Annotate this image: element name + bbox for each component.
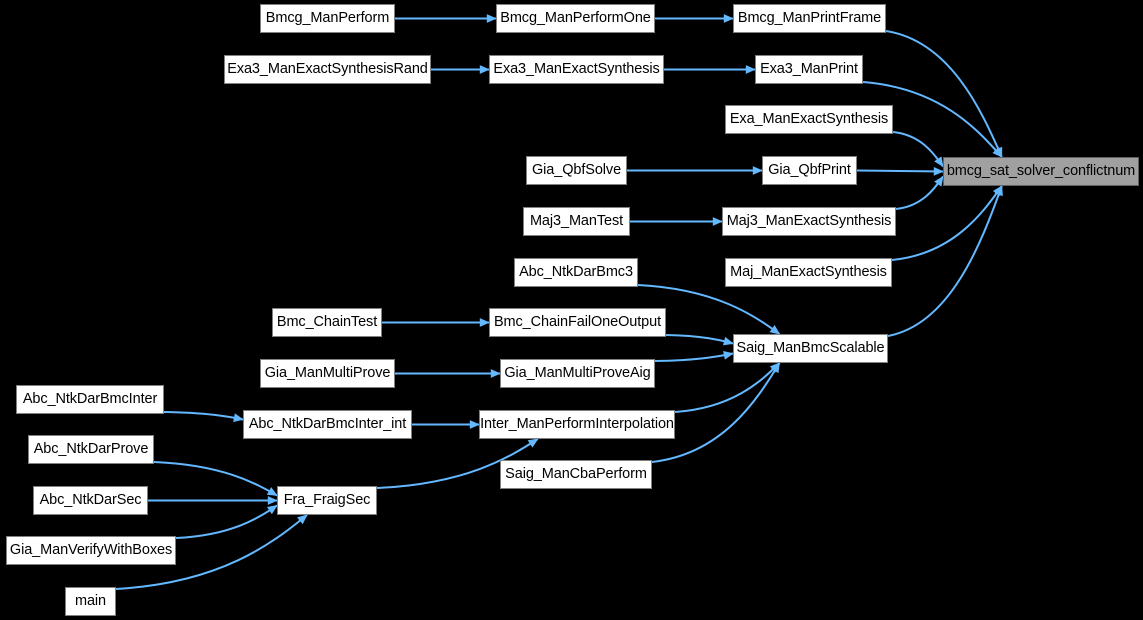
graph-node-exa3-manexactsynthesis[interactable]: Exa3_ManExactSynthesis — [489, 55, 664, 84]
graph-node-label: Exa3_ManExactSynthesisRand — [227, 61, 428, 78]
graph-node-label: Fra_FraigSec — [283, 492, 371, 509]
graph-edge — [163, 411, 244, 423]
graph-node-bmcg-manperform[interactable]: Bmcg_ManPerform — [260, 4, 395, 33]
graph-node-abc-ntkdarprove[interactable]: Abc_NtkDarProve — [28, 435, 154, 464]
graph-node-exa-manexactsynthesis[interactable]: Exa_ManExactSynthesis — [725, 105, 893, 134]
graph-node-label: Saig_ManCbaPerform — [505, 466, 647, 483]
graph-node-bmcg-manperformone[interactable]: Bmcg_ManPerformOne — [496, 4, 655, 33]
graph-node-label: Saig_ManBmcScalable — [736, 340, 885, 357]
graph-node-abc-ntkdarbmcinter[interactable]: Abc_NtkDarBmcInter — [16, 385, 164, 414]
graph-node-label: Gia_QbfPrint — [768, 162, 851, 179]
graph-node-maj-manexactsynthesis[interactable]: Maj_ManExactSynthesis — [725, 258, 892, 287]
graph-node-label: Bmc_ChainTest — [276, 314, 378, 331]
graph-edge — [175, 504, 278, 539]
graph-node-label: Gia_ManMultiProve — [264, 365, 391, 382]
graph-node-bmc-chaintest[interactable]: Bmc_ChainTest — [272, 308, 382, 337]
graph-node-label: Abc_NtkDarBmcInter_int — [248, 416, 407, 433]
graph-node-fra-fraigsec[interactable]: Fra_FraigSec — [277, 486, 377, 515]
graph-node-maj3-manexactsynthesis[interactable]: Maj3_ManExactSynthesis — [722, 207, 896, 236]
graph-node-label: Exa3_ManPrint — [760, 61, 858, 78]
graph-node-main[interactable]: main — [65, 587, 116, 616]
graph-node-label: Abc_NtkDarBmcInter — [22, 391, 158, 408]
graph-node-saig-mancbaperform[interactable]: Saig_ManCbaPerform — [500, 460, 652, 489]
graph-edge — [153, 461, 278, 497]
graph-node-exa3-manprint[interactable]: Exa3_ManPrint — [755, 55, 863, 84]
graph-node-label: Bmcg_ManPrintFrame — [737, 10, 882, 27]
graph-edge — [856, 166, 944, 176]
graph-node-label: Maj3_ManExactSynthesis — [726, 213, 892, 230]
graph-node-label: main — [74, 593, 107, 610]
graph-node-gia-qbfsolve[interactable]: Gia_QbfSolve — [526, 156, 627, 185]
graph-node-gia-qbfprint[interactable]: Gia_QbfPrint — [762, 156, 857, 185]
graph-node-abc-ntkdarbmcinter-int[interactable]: Abc_NtkDarBmcInter_int — [243, 410, 412, 439]
graph-node-label: Maj3_ManTest — [529, 213, 624, 230]
graph-edge — [674, 362, 781, 413]
graph-node-label: Gia_QbfSolve — [531, 162, 622, 179]
graph-node-bmcg-manprintframe[interactable]: Bmcg_ManPrintFrame — [733, 4, 886, 33]
graph-node-label: Abc_NtkDarProve — [33, 441, 149, 458]
graph-node-gia-manmultiprove[interactable]: Gia_ManMultiProve — [260, 359, 395, 388]
graph-node-label: bmcg_sat_solver_conflictnum — [946, 163, 1136, 180]
graph-node-maj3-mantest[interactable]: Maj3_ManTest — [523, 207, 630, 236]
graph-node-abc-ntkdarsec[interactable]: Abc_NtkDarSec — [33, 486, 148, 515]
graph-node-label: Exa_ManExactSynthesis — [729, 111, 889, 128]
graph-node-abc-ntkdarbmc3[interactable]: Abc_NtkDarBmc3 — [514, 258, 638, 287]
graph-node-saig-manbmcscalable[interactable]: Saig_ManBmcScalable — [733, 334, 888, 363]
graph-node-label: Bmc_ChainFailOneOutput — [493, 314, 662, 331]
graph-edge — [654, 351, 734, 362]
graph-node-bmcg-sat-solver-conflictnum[interactable]: bmcg_sat_solver_conflictnum — [943, 157, 1139, 186]
graph-node-label: Gia_ManMultiProveAig — [504, 365, 651, 382]
graph-node-exa3-manexactsynthesisrand[interactable]: Exa3_ManExactSynthesisRand — [224, 55, 431, 84]
graph-node-label: Exa3_ManExactSynthesis — [493, 61, 660, 78]
graph-edge — [665, 334, 734, 346]
graph-node-label: Maj_ManExactSynthesis — [730, 264, 887, 281]
graph-edge — [885, 30, 1003, 158]
graph-node-label: Abc_NtkDarBmc3 — [519, 264, 633, 281]
graph-edge — [895, 175, 944, 210]
graph-edge — [887, 185, 1003, 337]
graph-node-label: Abc_NtkDarSec — [39, 492, 142, 509]
graph-edge — [892, 131, 944, 168]
graph-node-bmc-chainfailoneoutput[interactable]: Bmc_ChainFailOneOutput — [489, 308, 666, 337]
graph-edge — [891, 185, 1003, 261]
graph-node-label: Inter_ManPerformInterpolation — [480, 416, 674, 433]
graph-node-label: Gia_ManVerifyWithBoxes — [9, 542, 173, 559]
graph-node-label: Bmcg_ManPerformOne — [500, 10, 651, 27]
graph-node-gia-manmultiproveaig[interactable]: Gia_ManMultiProveAig — [500, 359, 655, 388]
graph-node-label: Bmcg_ManPerform — [265, 10, 390, 27]
graph-node-inter-manperforminterpolation[interactable]: Inter_ManPerformInterpolation — [479, 410, 675, 439]
graph-node-gia-manverifywithboxes[interactable]: Gia_ManVerifyWithBoxes — [6, 536, 176, 565]
